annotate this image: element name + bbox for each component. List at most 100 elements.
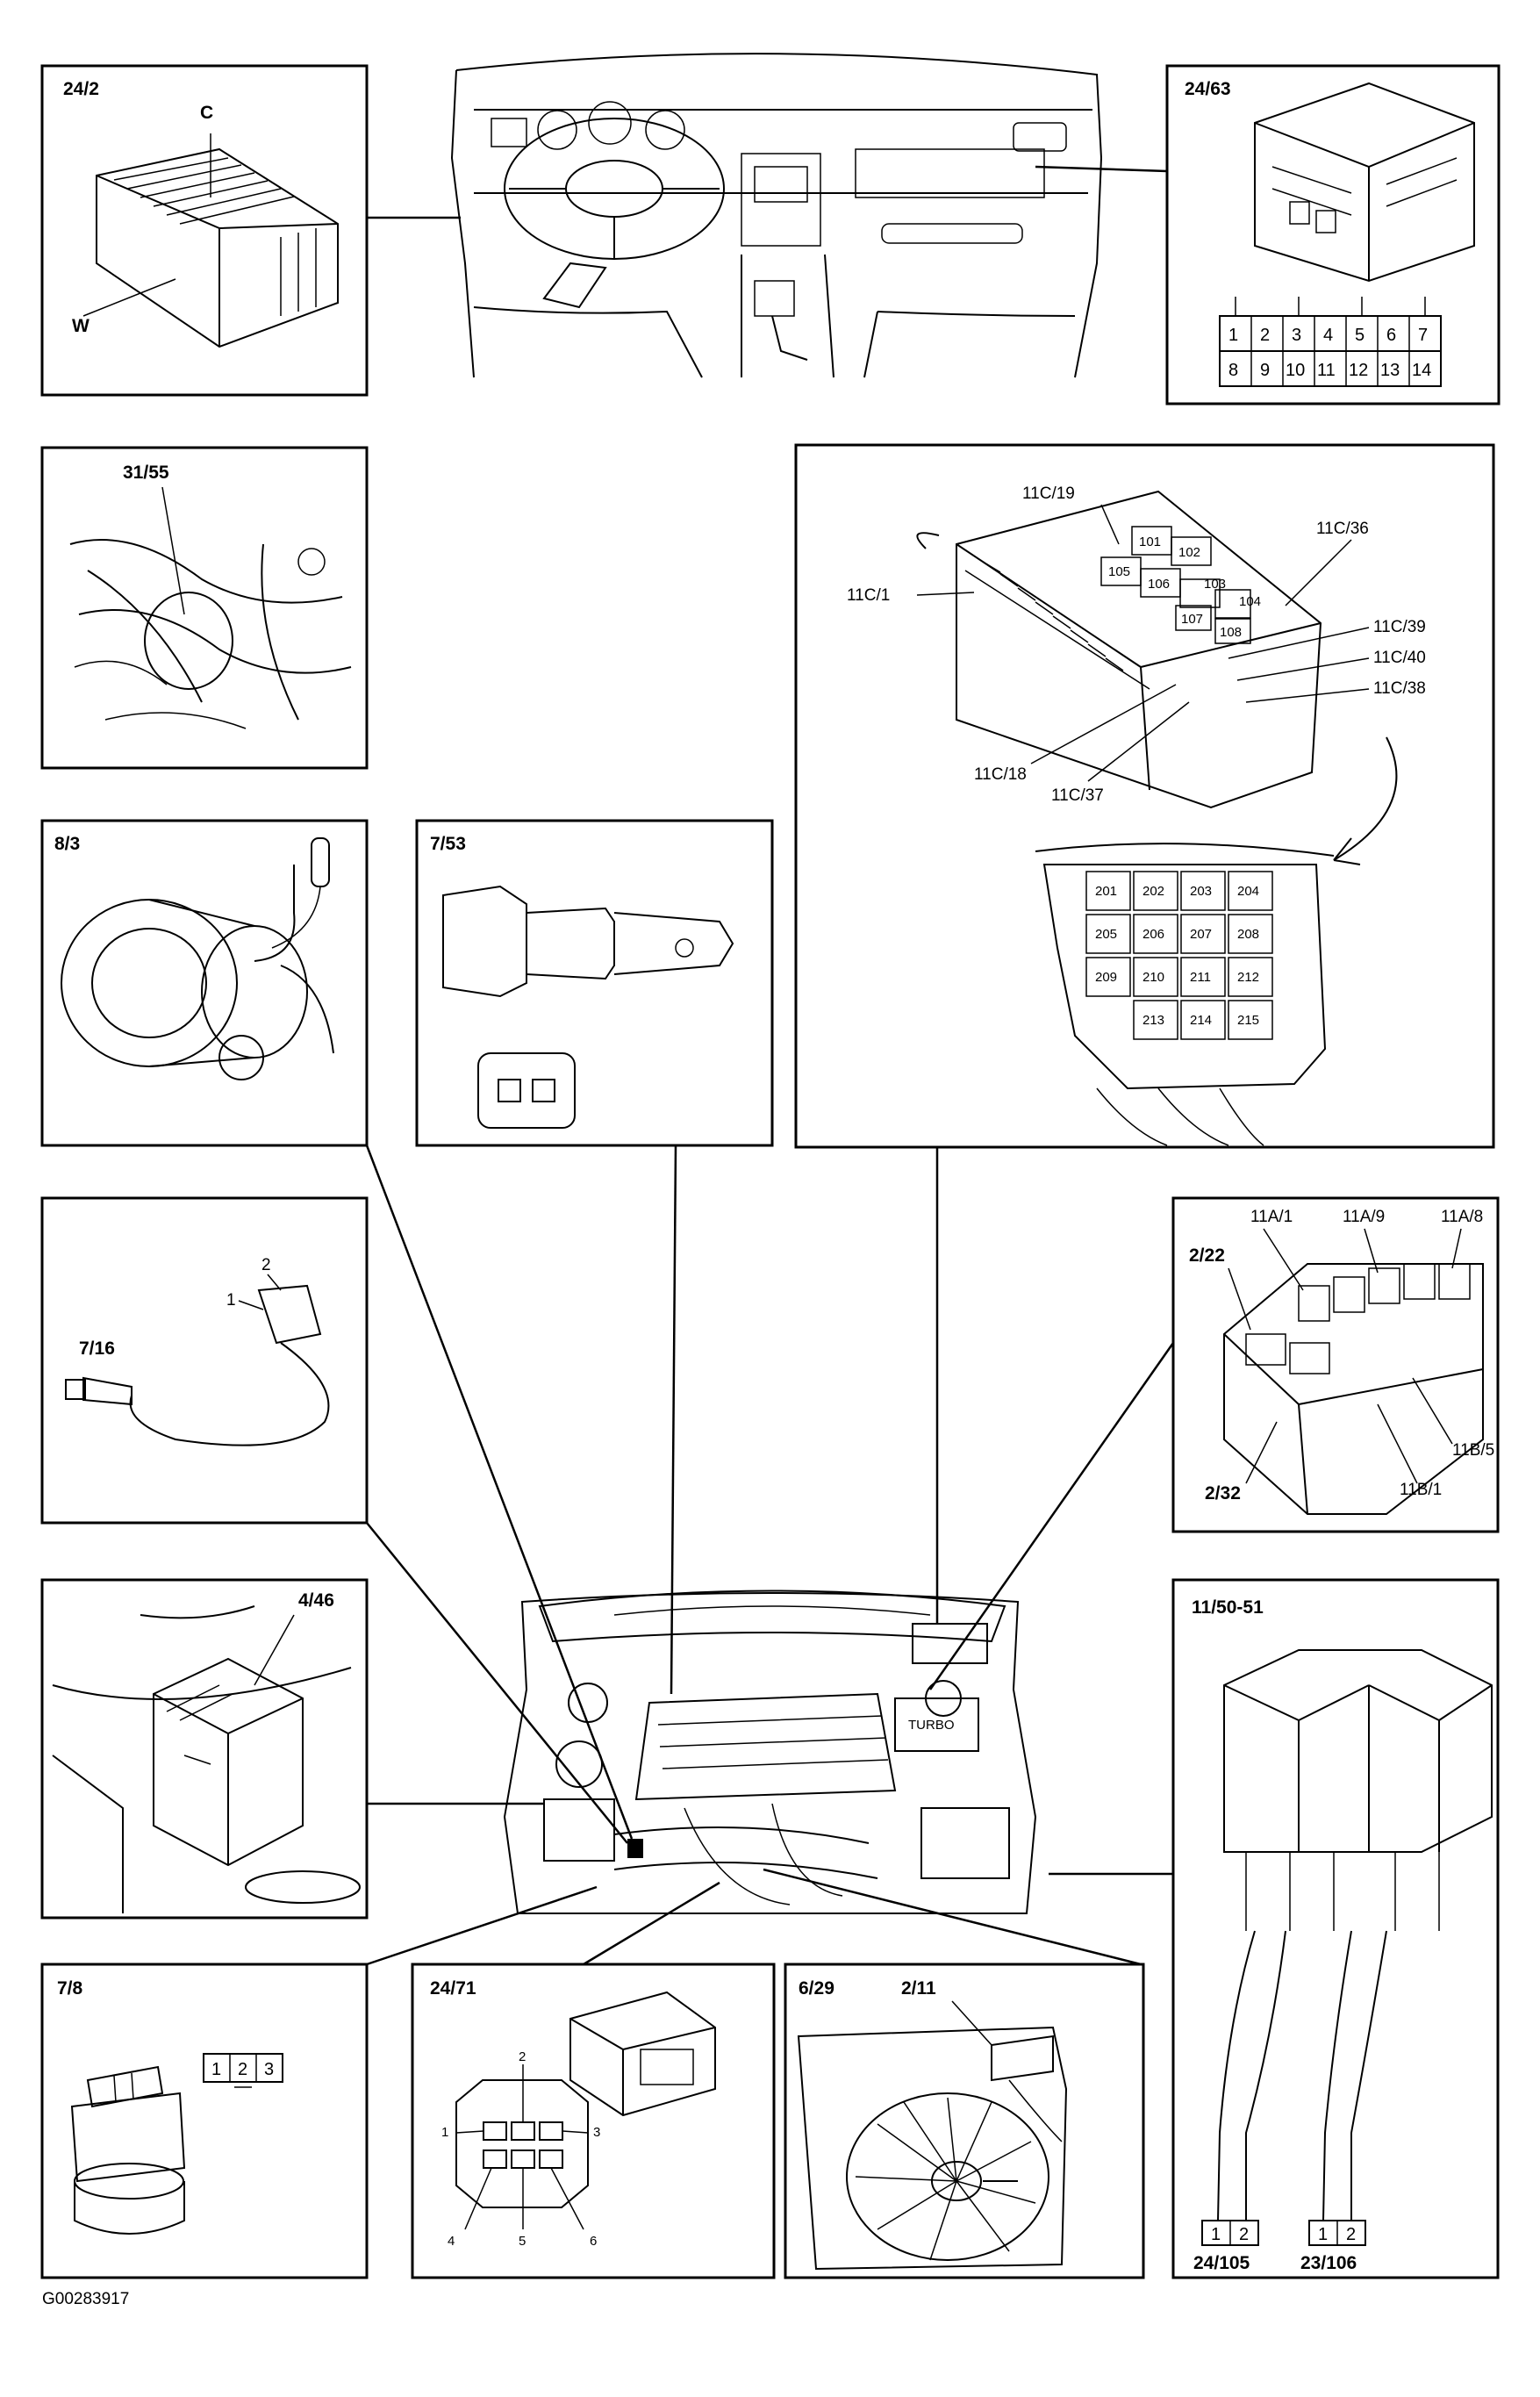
pin-label: 6: [1386, 326, 1396, 345]
pin-label: 2: [238, 2060, 247, 2079]
label-11b-5: 11B/5: [1452, 1441, 1494, 1460]
label-11c-39: 11C/39: [1373, 618, 1426, 636]
relay-label: 213: [1142, 1013, 1164, 1028]
relay-grid: 201 202 203 204 205 206 207 208 209 210 …: [1085, 871, 1273, 1040]
panel-title: 24/71: [430, 1978, 476, 1999]
relay-label: 108: [1220, 625, 1242, 640]
connector-pins: 1 2 1 2 24/105 23/106: [1193, 2220, 1366, 2273]
label-11c-38: 11C/38: [1373, 679, 1426, 698]
leader-lines: [365, 165, 1175, 1966]
switch-illustration: [70, 2065, 186, 2235]
relay-label: 201: [1095, 884, 1117, 899]
pin-label: 1: [211, 2060, 221, 2079]
wiring-harness-illustration: [69, 486, 352, 729]
label-11c-37: 11C/37: [1051, 786, 1104, 805]
relay-label: 211: [1190, 970, 1211, 985]
pin-label: 8: [1228, 361, 1238, 380]
panel-24-63: 24/63 1 2 3 4 5 6 7 8 9 10 11 12: [1165, 64, 1501, 405]
panel-7-8: 7/8 1 2 3: [40, 1963, 369, 2279]
footer-code: G00283917: [42, 2290, 129, 2308]
panel-title: 6/29: [799, 1978, 834, 1999]
engine-fuse-box-illustration: [1223, 1228, 1484, 1515]
relays-illustration: [1217, 1649, 1493, 2221]
panel-title: 24/2: [63, 79, 99, 99]
pin-label: 1: [1211, 2225, 1221, 2244]
relay-label: 207: [1190, 927, 1212, 942]
pin-label: 11: [1317, 361, 1336, 380]
pin-label: 9: [1260, 361, 1270, 380]
central-electronic-module-illustration: [82, 133, 339, 348]
connector-illustration: [1254, 82, 1475, 283]
callout-c: C: [200, 103, 213, 123]
relay-label: 105: [1108, 564, 1130, 579]
panel-24-2: 24/2 C W: [40, 64, 369, 397]
relay-label: 215: [1237, 1013, 1259, 1028]
sub-label-2-11: 2/11: [901, 1978, 936, 1999]
relay-label: 103: [1204, 577, 1226, 592]
label-11c-1: 11C/1: [847, 586, 890, 605]
pin-label: 1: [441, 2125, 448, 2140]
pressure-switch-illustration: [442, 885, 734, 1129]
pin-label: 2: [1239, 2225, 1249, 2244]
panel-11-50-51: 11/50-51 1 2 1 2 24/105 23/106: [1171, 1578, 1500, 2279]
pin-label: 7: [1418, 326, 1428, 345]
panel-8-3: 8/3: [40, 819, 369, 1147]
panel-title: 24/63: [1185, 79, 1231, 99]
label-11c-18: 11C/18: [974, 765, 1027, 784]
pin-label: 12: [1349, 361, 1368, 380]
panel-title: 7/53: [430, 834, 466, 854]
relay-label: 104: [1239, 594, 1261, 609]
relay-label: 212: [1237, 970, 1259, 985]
panel-2-22: 11A/1 11A/9 11A/8 2/22 11B/5 11B/1 2/32: [1171, 1196, 1500, 1533]
relay-label: 106: [1148, 577, 1170, 592]
panel-title: 11/50-51: [1192, 1597, 1264, 1618]
relay-label: 208: [1237, 927, 1259, 942]
panel-title: 8/3: [54, 834, 80, 854]
relay-labels-top: 101 102 105 103 106 104 107 108: [1108, 535, 1261, 640]
panel-6-29: 6/29 2/11: [784, 1963, 1145, 2279]
label-11a-9: 11A/9: [1343, 1208, 1385, 1226]
panel-title: 2/22: [1189, 1245, 1225, 1266]
panel-title: 31/55: [123, 463, 169, 483]
pin-label: 3: [1292, 326, 1301, 345]
label-11a-8: 11A/8: [1441, 1208, 1483, 1226]
battery-illustration: [52, 1605, 361, 1913]
panel-7-16: 7/16 1 2: [40, 1196, 369, 1525]
engine-bay-illustration: TURBO: [503, 1590, 1037, 1914]
panel-fuse-relay-box: 11C/19 11C/36 11C/1 11C/39 11C/40 11C/38…: [794, 443, 1495, 1149]
pin-label: 1: [1228, 326, 1238, 345]
relay-label: 206: [1142, 927, 1164, 942]
fusebox-illustration: [916, 490, 1398, 865]
panel-title: 4/46: [298, 1590, 334, 1611]
relay-label: 214: [1190, 1013, 1212, 1028]
panel-4-46: 4/46: [40, 1578, 369, 1920]
pin-label: 4: [448, 2234, 455, 2249]
label-2-32: 2/32: [1205, 1483, 1241, 1504]
pin-1-label: 1: [226, 1291, 236, 1310]
relay-label: 102: [1178, 545, 1200, 560]
relay-box-lower-illustration: [1035, 843, 1335, 1146]
label-11c-36: 11C/36: [1316, 520, 1369, 538]
relay-label: 209: [1095, 970, 1117, 985]
pin-label: 2: [1260, 326, 1270, 345]
pin-label: 2: [519, 2049, 526, 2064]
panel-24-71: 24/71 1 2 3 4 5 6: [411, 1963, 776, 2279]
relay-label: 107: [1181, 612, 1203, 627]
label-11a-1: 11A/1: [1250, 1208, 1293, 1226]
relay-label: 210: [1142, 970, 1164, 985]
svg-text:TURBO: TURBO: [908, 1718, 955, 1733]
connector-illustration: [455, 1991, 716, 2230]
connector-name: 24/105: [1193, 2253, 1250, 2273]
label-11b-1: 11B/1: [1400, 1481, 1442, 1499]
relay-label: 202: [1142, 884, 1164, 899]
pin-grid: 1 2 3: [203, 2053, 283, 2088]
panel-7-53: 7/53: [415, 819, 774, 1147]
temperature-sensor-illustration: [65, 1274, 330, 1446]
relay-label: 204: [1237, 884, 1259, 899]
panel-31-55: 31/55: [40, 446, 369, 770]
pin-label: 3: [264, 2060, 274, 2079]
pin-label: 3: [593, 2125, 600, 2140]
pin-label: 4: [1323, 326, 1333, 345]
relay-label: 203: [1190, 884, 1212, 899]
